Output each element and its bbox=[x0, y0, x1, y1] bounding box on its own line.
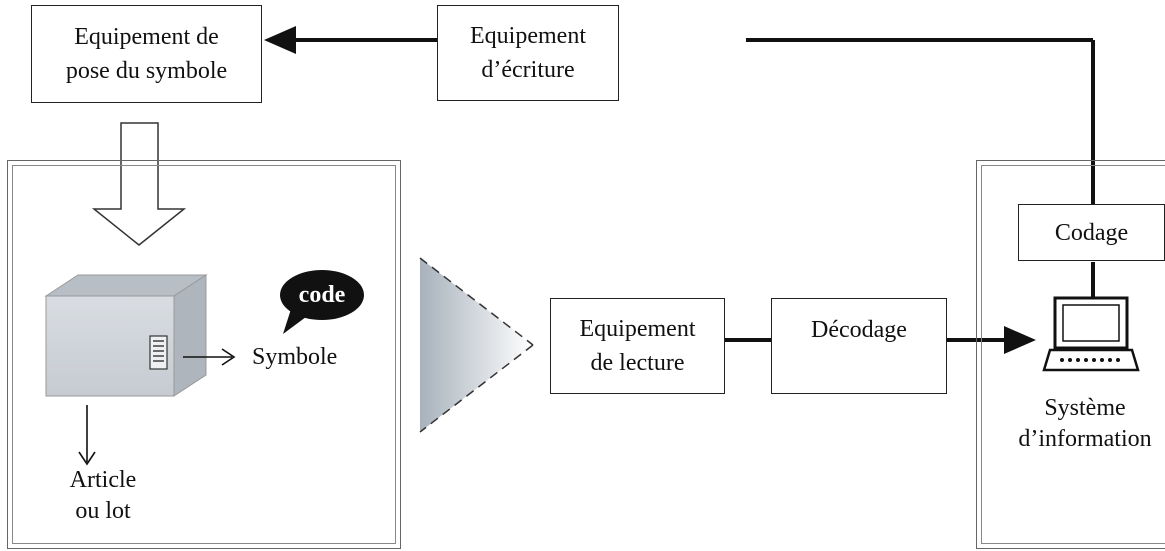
systeme-label: Système d’information bbox=[1000, 393, 1165, 455]
equipement-pose-line2: pose du symbole bbox=[65, 58, 228, 84]
article-label: Article ou lot bbox=[48, 465, 158, 527]
arrowhead-article bbox=[78, 451, 96, 466]
speech-bubble-icon bbox=[280, 270, 364, 334]
codage-box: Codage bbox=[1018, 204, 1165, 261]
code-bubble-text: code bbox=[298, 282, 346, 308]
equipement-ecriture-line1: Equipement bbox=[470, 23, 586, 49]
systeme-line2: d’information bbox=[1018, 426, 1152, 452]
arrowhead-symbole bbox=[221, 348, 236, 366]
decodage-label: Décodage bbox=[811, 317, 907, 343]
symbole-label: Symbole bbox=[252, 344, 338, 370]
equipement-lecture-line1: Equipement bbox=[579, 316, 696, 342]
equipement-lecture-box: Equipement de lecture bbox=[550, 298, 725, 394]
arrowhead-to-computer bbox=[1004, 326, 1036, 354]
equipement-pose-box: Equipement de pose du symbole bbox=[31, 5, 262, 103]
article-frame bbox=[7, 160, 401, 549]
computer-terminal-icon bbox=[1042, 296, 1140, 372]
equipement-ecriture-line2: d’écriture bbox=[481, 57, 575, 83]
decodage-box: Décodage bbox=[771, 298, 947, 394]
hollow-down-arrow bbox=[91, 122, 187, 246]
equipement-ecriture-box: Equipement d’écriture bbox=[437, 5, 619, 101]
information-system-frame bbox=[976, 160, 1165, 549]
equipement-lecture-line2: de lecture bbox=[590, 350, 685, 376]
systeme-line1: Système bbox=[1044, 395, 1126, 421]
arrowhead-to-pose bbox=[264, 26, 296, 54]
article-line1: Article bbox=[69, 467, 137, 493]
equipement-pose-line1: Equipement de bbox=[74, 24, 219, 50]
barcode-label-icon bbox=[149, 335, 168, 370]
reader-beam-icon bbox=[419, 257, 534, 433]
article-line2: ou lot bbox=[75, 498, 131, 524]
codage-label: Codage bbox=[1054, 219, 1129, 246]
